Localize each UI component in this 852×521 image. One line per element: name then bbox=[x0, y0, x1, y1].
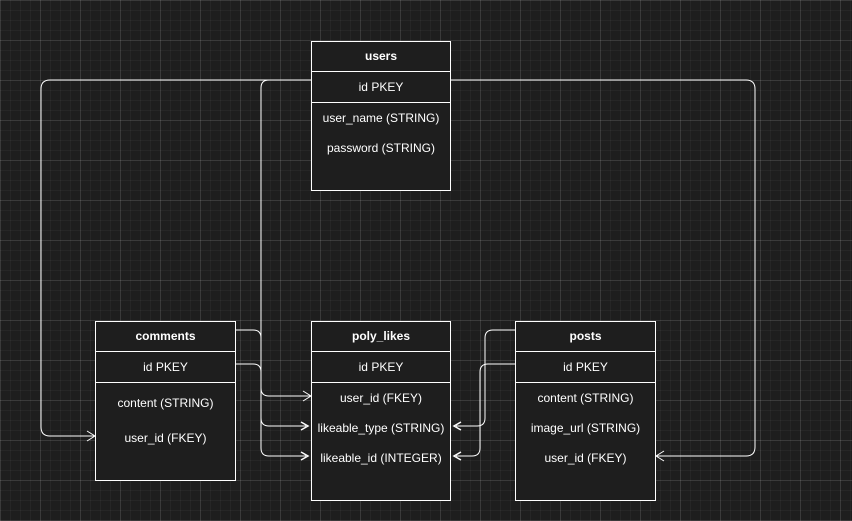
edge-comments-type bbox=[236, 329, 306, 427]
entity-poly-likes-pk: id PKEY bbox=[312, 352, 450, 383]
entity-comments-field: user_id (FKEY) bbox=[124, 431, 207, 445]
edge-posts-type bbox=[456, 329, 515, 427]
edge-users-polylikes bbox=[260, 79, 311, 397]
entity-posts-field: user_id (FKEY) bbox=[544, 451, 627, 465]
entity-comments-field: content (STRING) bbox=[117, 396, 214, 410]
entity-users-field: password (STRING) bbox=[326, 141, 436, 155]
arrow-likeable-id-right bbox=[452, 451, 462, 461]
edge-users-comments bbox=[40, 79, 311, 437]
crowfoot-posts-user-id bbox=[655, 450, 665, 462]
edge-users-posts bbox=[451, 79, 756, 457]
entity-poly-likes-field: user_id (FKEY) bbox=[339, 391, 423, 405]
entity-posts-field: image_url (STRING) bbox=[530, 421, 641, 435]
entity-users[interactable]: users id PKEY user_name (STRING) passwor… bbox=[311, 41, 451, 191]
entity-users-field: user_name (STRING) bbox=[322, 111, 440, 125]
entity-posts-pk: id PKEY bbox=[516, 352, 655, 383]
entity-posts[interactable]: posts id PKEY content (STRING) image_url… bbox=[515, 321, 656, 501]
entity-comments-title: comments bbox=[96, 322, 235, 352]
entity-posts-field: content (STRING) bbox=[537, 391, 634, 405]
entity-comments-pk: id PKEY bbox=[96, 352, 235, 383]
entity-poly-likes-field: likeable_type (STRING) bbox=[317, 421, 445, 435]
edge-comments-id bbox=[236, 363, 306, 457]
entity-users-title: users bbox=[312, 42, 450, 72]
arrow-likeable-type-right bbox=[452, 421, 462, 431]
entity-poly-likes-title: poly_likes bbox=[312, 322, 450, 352]
entity-poly-likes-field: likeable_id (INTEGER) bbox=[320, 451, 442, 465]
arrow-likeable-type-left bbox=[300, 421, 310, 431]
entity-poly-likes[interactable]: poly_likes id PKEY user_id (FKEY) likeab… bbox=[311, 321, 451, 501]
edge-posts-id bbox=[456, 363, 515, 457]
arrow-likeable-id-left bbox=[300, 451, 310, 461]
entity-users-pk: id PKEY bbox=[312, 72, 450, 103]
entity-comments[interactable]: comments id PKEY content (STRING) user_i… bbox=[95, 321, 236, 481]
entity-posts-title: posts bbox=[516, 322, 655, 352]
